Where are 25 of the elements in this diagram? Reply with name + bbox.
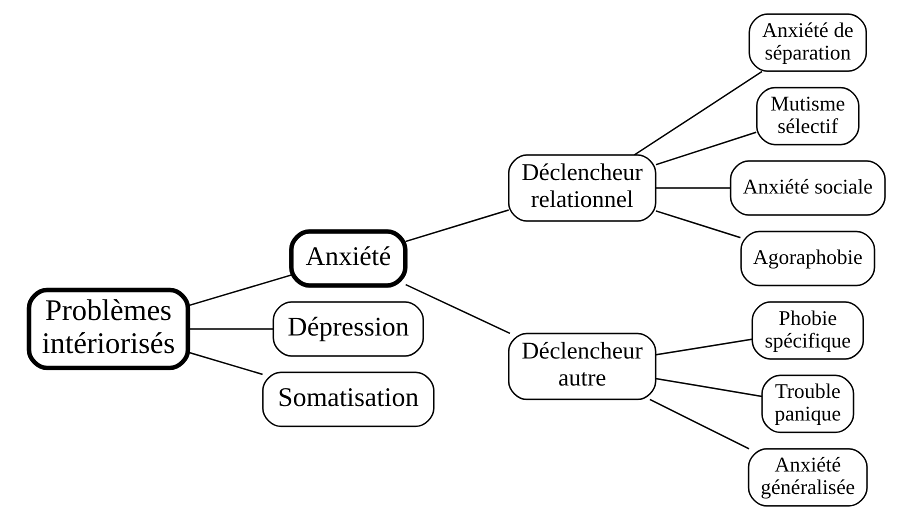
connector bbox=[655, 132, 756, 166]
connector bbox=[188, 328, 273, 330]
node-box: Anxiété bbox=[288, 229, 408, 288]
node-box: Somatisation bbox=[262, 372, 434, 428]
connector bbox=[404, 284, 510, 334]
node-box: Trouble panique bbox=[760, 374, 854, 434]
node-box: Anxiété sociale bbox=[729, 160, 886, 216]
node-box: Dépression bbox=[272, 301, 424, 357]
connector bbox=[187, 274, 291, 306]
node-box: Anxiété généralisée bbox=[747, 448, 868, 507]
node-box: Phobie spécifique bbox=[751, 301, 864, 360]
connector bbox=[655, 187, 730, 189]
connector bbox=[655, 210, 740, 238]
connector bbox=[633, 70, 762, 156]
connector bbox=[649, 398, 749, 450]
node-box: Problèmes intériorisés bbox=[26, 288, 190, 370]
node-box: Agoraphobie bbox=[740, 230, 875, 286]
connector bbox=[655, 378, 762, 398]
node-box: Déclencheur relationnel bbox=[507, 154, 656, 222]
node-box: Mutisme sélectif bbox=[756, 86, 860, 146]
node-box: Déclencheur autre bbox=[507, 332, 656, 400]
connector bbox=[655, 338, 752, 356]
node-box: Anxiété de séparation bbox=[748, 13, 867, 72]
connector bbox=[404, 209, 508, 242]
connector bbox=[187, 352, 262, 376]
